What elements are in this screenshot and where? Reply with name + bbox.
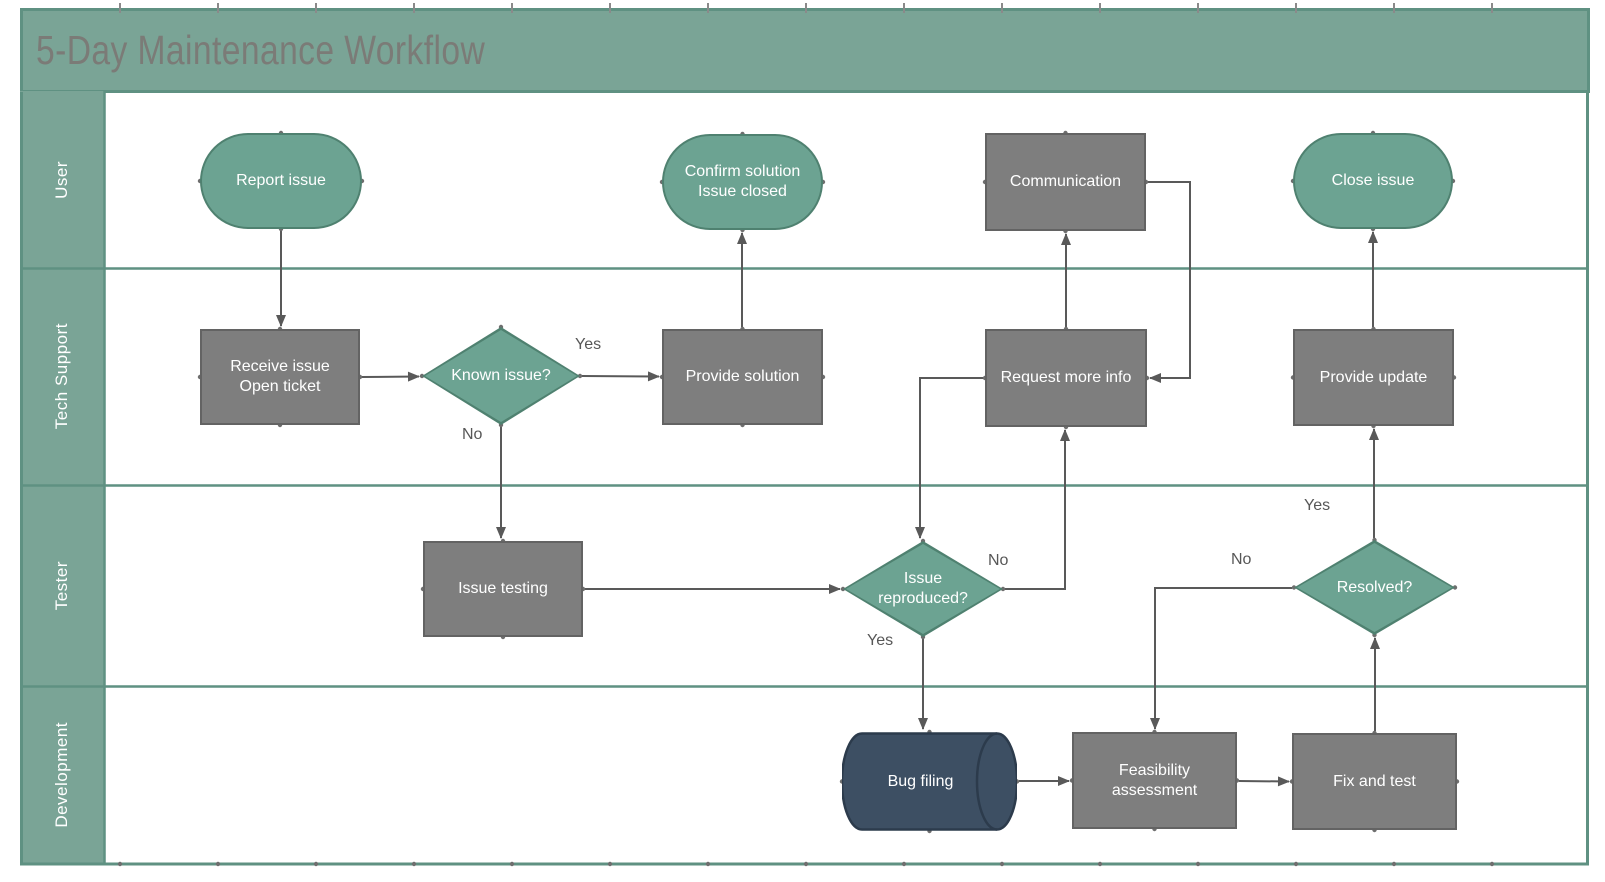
node-confirm-solution-label: Confirm solution Issue closed <box>684 163 801 200</box>
lane-header-tester: Tester <box>20 485 104 686</box>
stored-data-cylinder-icon <box>842 732 1017 831</box>
edge-label-issue-reproduced-yes: Yes <box>867 632 894 649</box>
connector-resolved-no-to-feasibility-assessment[interactable] <box>1150 587 1292 730</box>
ruler-ticks <box>117 3 1495 867</box>
node-provide-update[interactable]: Provide update <box>1293 329 1454 426</box>
title-bar: 5-Day Maintenance Workflow <box>20 8 1590 93</box>
lane-header-tech-support: Tech Support <box>20 268 104 485</box>
node-fix-and-test-label: Fix and test <box>1333 772 1416 790</box>
node-resolved-label: Resolved? <box>1336 578 1413 596</box>
node-issue-testing[interactable]: Issue testing <box>423 541 583 637</box>
node-report-issue[interactable]: Report issue <box>200 133 362 229</box>
node-communication[interactable]: Communication <box>985 133 1146 231</box>
node-close-issue-label: Close issue <box>1331 172 1415 190</box>
node-feasibility-assessment-label: Feasibility assessment <box>1111 761 1198 799</box>
edge-label-resolved-yes: Yes <box>1304 497 1331 514</box>
connector-request-more-info-to-issue-reproduced[interactable] <box>915 377 983 539</box>
node-provide-solution-label: Provide solution <box>685 368 800 386</box>
node-receive-issue-label: Receive issue Open ticket <box>230 358 330 395</box>
node-known-issue-label: Known issue? <box>451 367 551 385</box>
node-confirm-solution[interactable]: Confirm solution Issue closed <box>662 134 823 230</box>
node-communication-label: Communication <box>1009 173 1122 191</box>
node-issue-reproduced-label: Issue reproduced? <box>878 570 968 607</box>
connector-issue-reproduced-no-to-request-more-info[interactable] <box>1005 429 1070 590</box>
node-request-more-info-label: Request more info <box>1000 369 1132 387</box>
edge-label-resolved-no: No <box>1231 551 1252 568</box>
lane-header-user: User <box>20 91 104 268</box>
edge-label-issue-reproduced-no: No <box>988 552 1009 569</box>
connector-communication-to-request-more-info[interactable] <box>1148 181 1191 383</box>
node-fix-and-test[interactable]: Fix and test <box>1292 733 1457 830</box>
node-feasibility-assessment[interactable]: Feasibility assessment <box>1072 732 1237 829</box>
connector-receive-issue-to-known-issue[interactable] <box>361 371 420 382</box>
page-title: 5-Day Maintenance Workflow <box>36 27 486 73</box>
node-issue-testing-label: Issue testing <box>458 580 548 598</box>
node-bug-filing-label: Bug filing <box>887 772 954 790</box>
node-issue-reproduced[interactable]: Issue reproduced? <box>843 541 1003 637</box>
node-resolved[interactable]: Resolved? <box>1294 540 1455 635</box>
edge-label-known-issue-yes: Yes <box>575 336 602 353</box>
edge-label-known-issue-no: No <box>462 426 483 443</box>
node-provide-update-label: Provide update <box>1319 368 1428 386</box>
node-bug-filing[interactable]: Bug filing <box>842 732 1017 831</box>
node-report-issue-label: Report issue <box>236 172 326 190</box>
node-known-issue[interactable]: Known issue? <box>422 327 580 425</box>
node-request-more-info[interactable]: Request more info <box>985 329 1147 427</box>
connector-feasibility-assessment-to-fix-and-test[interactable] <box>1238 776 1290 787</box>
connection-points <box>197 130 1460 834</box>
node-receive-issue[interactable]: Receive issue Open ticket <box>200 329 360 425</box>
lane-header-development: Development <box>20 686 104 864</box>
node-provide-solution[interactable]: Provide solution <box>662 329 823 425</box>
node-close-issue[interactable]: Close issue <box>1293 133 1453 229</box>
connector-known-issue-yes-to-provide-solution[interactable] <box>581 371 660 382</box>
